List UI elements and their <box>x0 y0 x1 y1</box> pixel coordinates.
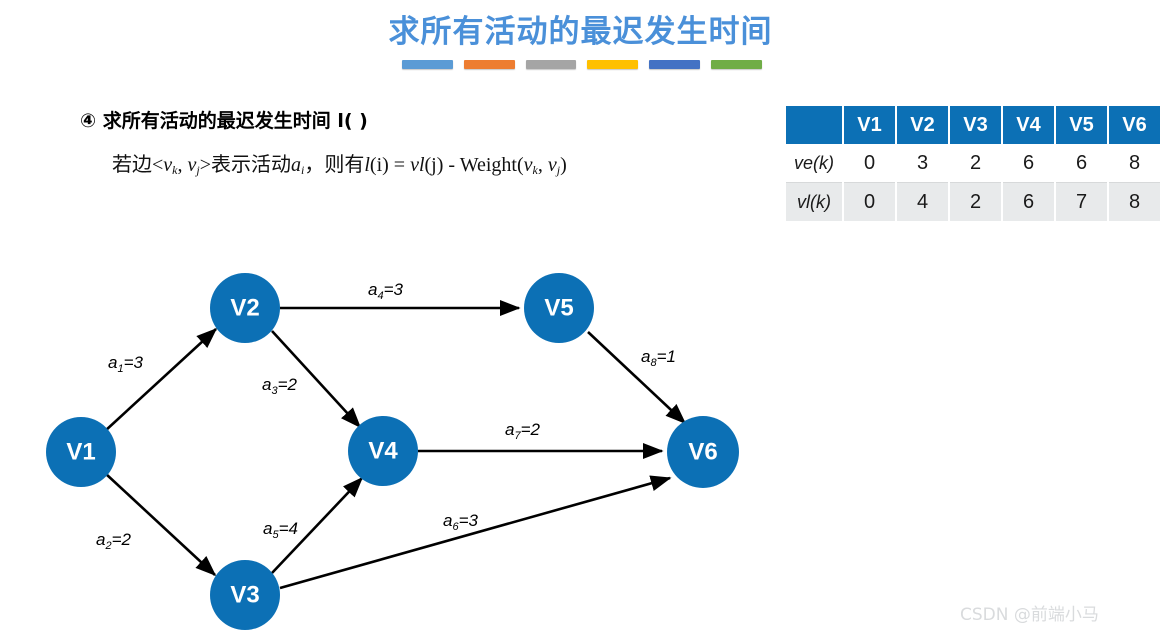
table-col-v4: V4 <box>1002 106 1056 144</box>
node-label-v1: V1 <box>66 439 95 466</box>
csdn-watermark: CSDN @前端小马 <box>960 605 1099 625</box>
aoe-network-graph: V1 V2 V3 V4 V5 V6 a1=3 a2=2 a3=2 a4=3 a5… <box>46 273 739 630</box>
edge-label-a6: a6=3 <box>443 511 479 533</box>
formula-vj-sub: j <box>196 163 200 177</box>
edge-a5 <box>271 476 364 574</box>
table-header-row: V1 V2 V3 V4 V5 V6 <box>786 106 1160 144</box>
accent-bar-1 <box>402 60 453 69</box>
table-col-v1: V1 <box>843 106 897 144</box>
vl-v2: 4 <box>896 182 950 221</box>
edge-a8 <box>587 331 687 425</box>
formula-lhs: (i) = <box>369 154 411 176</box>
title-accent-bars <box>402 60 762 69</box>
table-col-v5: V5 <box>1055 106 1109 144</box>
vl-v4: 6 <box>1002 182 1056 221</box>
ve-v2: 3 <box>896 144 950 183</box>
formula-weight-vk-sub: k <box>532 163 538 177</box>
formula-l: l <box>364 154 370 176</box>
node-label-v3: V3 <box>230 582 259 609</box>
formula-comma-2: , <box>537 154 548 176</box>
formula-vl: vl <box>410 154 425 176</box>
formula-a-sub: i <box>301 163 305 177</box>
page-title: 求所有活动的最迟发生时间 <box>388 14 773 50</box>
edge-a6 <box>279 475 672 590</box>
ve-v4: 6 <box>1002 144 1056 183</box>
node-v6[interactable] <box>667 416 739 488</box>
accent-bar-4 <box>587 60 639 69</box>
formula-prefix: 若边< <box>112 154 164 176</box>
formula-weight-vk: v <box>523 154 533 176</box>
vl-v3: 2 <box>949 182 1003 221</box>
table-col-v3: V3 <box>949 106 1003 144</box>
formula-vk: v <box>163 154 173 176</box>
node-v5[interactable] <box>524 273 594 343</box>
node-v2[interactable] <box>210 273 280 343</box>
accent-bar-6 <box>711 60 762 69</box>
edge-label-a8: a8=1 <box>641 347 676 369</box>
ve-v6: 8 <box>1108 144 1160 183</box>
edge-label-a5: a5=4 <box>263 519 298 541</box>
table-col-v2: V2 <box>896 106 950 144</box>
graph-nodes: V1 V2 V3 V4 V5 V6 <box>46 273 739 630</box>
node-v3[interactable] <box>210 560 280 630</box>
vl-v6: 8 <box>1108 182 1160 221</box>
row-label-vl: vl(k) <box>786 182 844 221</box>
formula-vk-sub: k <box>172 163 178 177</box>
formula-then: ，则有 <box>304 154 365 176</box>
accent-bar-5 <box>649 60 701 69</box>
edge-label-a7: a7=2 <box>505 420 541 442</box>
vl-v5: 7 <box>1055 182 1109 221</box>
formula-comma-1: , <box>177 154 188 176</box>
formula-close-paren: ) <box>560 154 567 176</box>
ve-v3: 2 <box>949 144 1003 183</box>
ve-v5: 6 <box>1055 144 1109 183</box>
formula-line: 若边<vk, vj>表示活动ai，则有l(i) = vl(j) - Weight… <box>112 148 567 178</box>
graph-edges <box>104 299 687 590</box>
formula-a: a <box>291 154 302 176</box>
node-label-v2: V2 <box>230 295 259 322</box>
node-label-v5: V5 <box>544 295 573 322</box>
table-row: ve(k) 0 3 2 6 6 8 <box>786 144 1160 183</box>
node-label-v6: V6 <box>688 439 717 466</box>
node-v1[interactable] <box>46 417 116 487</box>
vl-v1: 0 <box>843 182 897 221</box>
edge-label-a1: a1=3 <box>108 353 144 375</box>
formula-weight-vj: v <box>547 154 557 176</box>
node-v4[interactable] <box>348 416 418 486</box>
ve-vl-table: V1 V2 V3 V4 V5 V6 ve(k) 0 3 2 6 6 8 vl(k… <box>786 106 1160 221</box>
edge-a3 <box>271 330 362 429</box>
edge-label-a2: a2=2 <box>96 530 132 552</box>
accent-bar-3 <box>525 60 577 69</box>
edge-a1 <box>104 327 218 432</box>
formula-weight-vj-sub: j <box>556 163 561 177</box>
graph-edge-labels: a1=3 a2=2 a3=2 a4=3 a5=4 a6=3 a7=2 a8=1 <box>96 280 676 552</box>
accent-bar-2 <box>463 60 515 69</box>
formula-vj: v <box>187 154 197 176</box>
ve-v1: 0 <box>843 144 897 183</box>
formula-mid: >表示活动 <box>199 154 292 176</box>
table-corner-cell <box>786 106 844 144</box>
edge-label-a3: a3=2 <box>262 375 298 397</box>
edge-label-a4: a4=3 <box>368 280 404 302</box>
table-col-v6: V6 <box>1108 106 1160 144</box>
table-row: vl(k) 0 4 2 6 7 8 <box>786 182 1160 221</box>
row-label-ve: ve(k) <box>786 144 844 183</box>
step-heading: ④ 求所有活动的最迟发生时间 l( ) <box>80 110 368 132</box>
edge-a2 <box>105 473 217 577</box>
node-label-v4: V4 <box>368 438 398 465</box>
formula-vl-arg: (j) - Weight( <box>424 154 524 176</box>
